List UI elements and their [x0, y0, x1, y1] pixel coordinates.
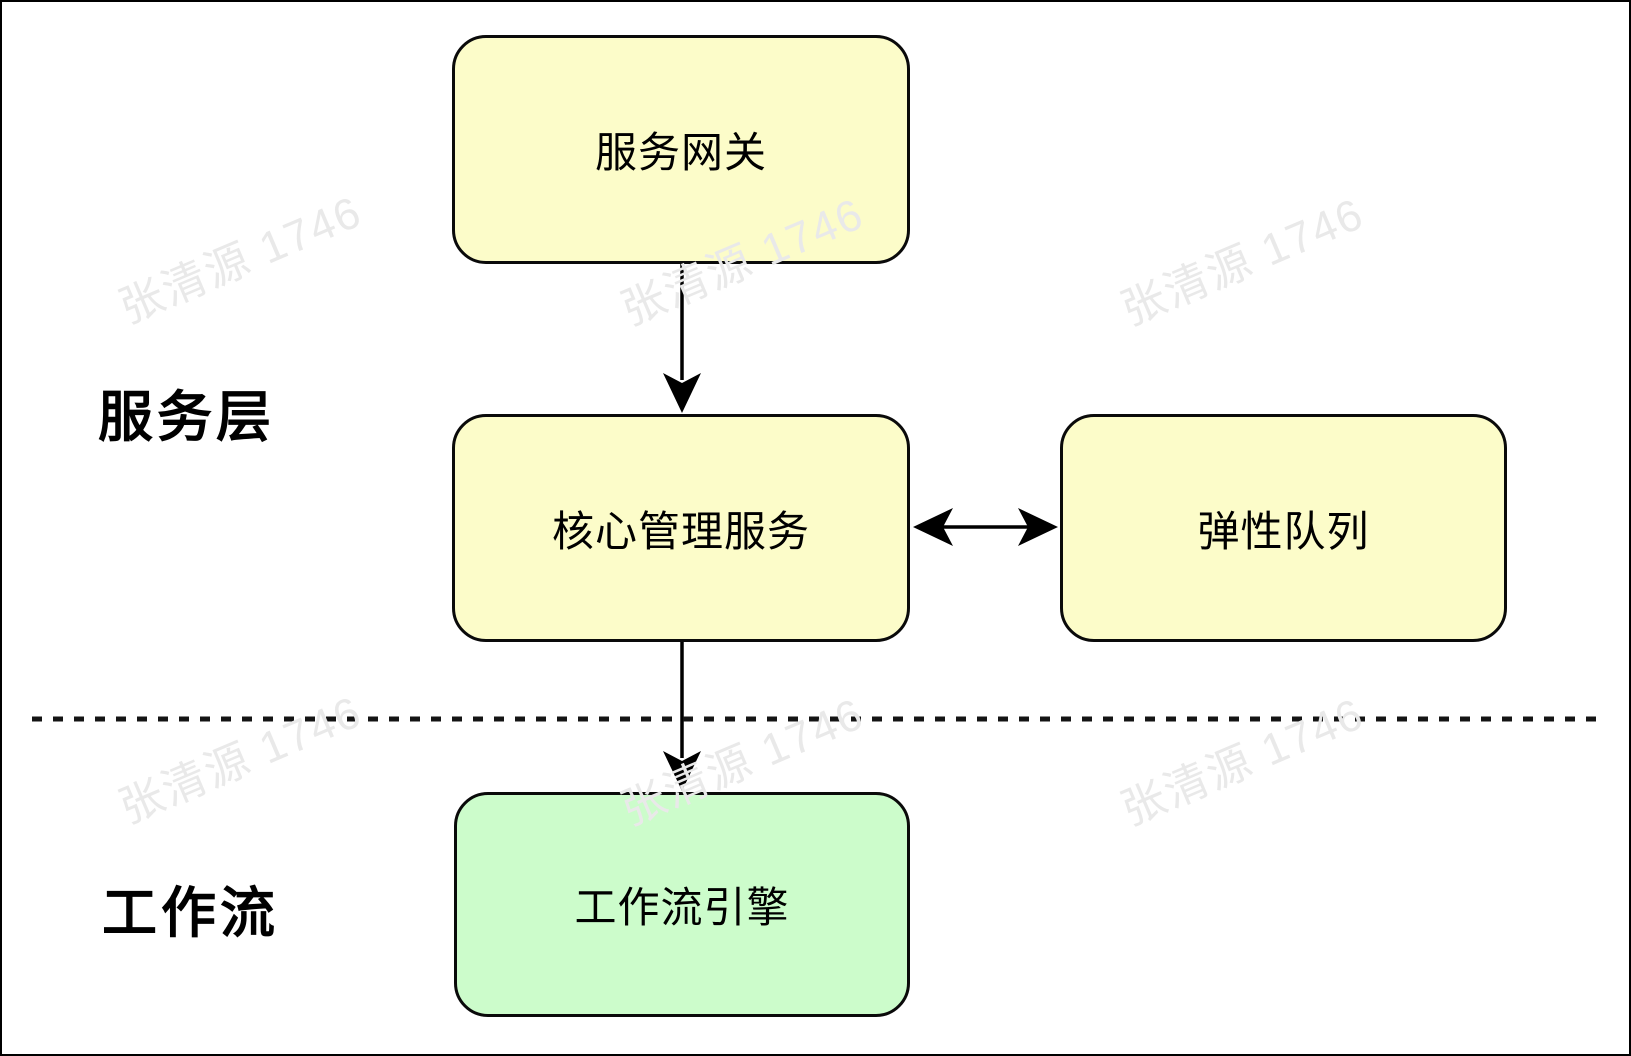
node-core-management-service: 核心管理服务: [452, 414, 910, 642]
arrow-core-to-engine: [663, 642, 701, 791]
layer-label-workflow: 工作流: [102, 882, 280, 944]
node-core-management-service-label: 核心管理服务: [551, 507, 810, 555]
arrow-core-queue-bidirectional: [913, 508, 1058, 546]
node-service-gateway: 服务网关: [452, 35, 910, 264]
node-workflow-engine-label: 工作流引擎: [574, 884, 790, 931]
node-elastic-queue: 弹性队列: [1060, 414, 1507, 642]
node-service-gateway-label: 服务网关: [594, 129, 767, 176]
node-elastic-queue-label: 弹性队列: [1197, 507, 1370, 555]
layer-label-service: 服务层: [98, 386, 276, 448]
node-workflow-engine: 工作流引擎: [454, 792, 910, 1017]
arrow-gateway-to-core: [663, 264, 701, 413]
